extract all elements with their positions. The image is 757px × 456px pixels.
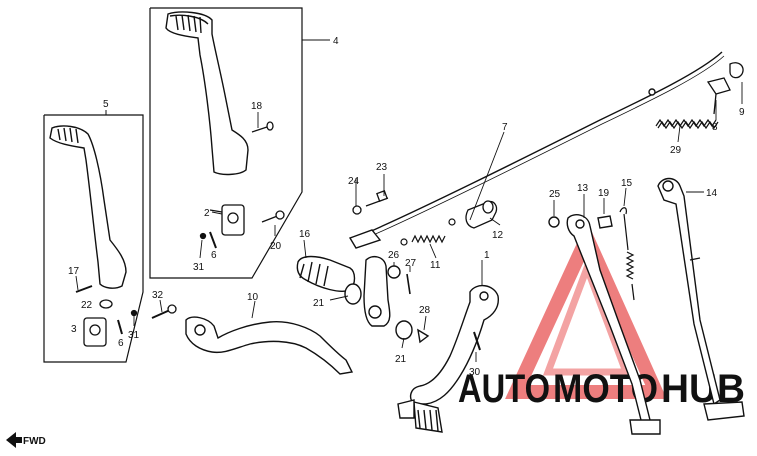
callout-21b: 21 — [395, 354, 407, 365]
callout-5: 5 — [103, 99, 109, 110]
fwd-arrow-icon — [6, 432, 22, 448]
callout-8: 8 — [712, 122, 718, 133]
callout-32: 32 — [152, 290, 164, 301]
callout-21a: 21 — [313, 298, 325, 309]
spring-11 — [400, 218, 456, 246]
callout-22: 22 — [81, 300, 93, 311]
callout-labels: 1 2 3 4 5 6 6 7 8 9 10 11 12 13 14 15 16… — [68, 36, 745, 378]
fwd-label: FWD — [23, 436, 46, 447]
spring-15 — [619, 207, 635, 301]
sleeve-12 — [465, 200, 498, 229]
bolt-23-nut-24 — [352, 190, 389, 215]
callout-16: 16 — [299, 229, 311, 240]
group-box-5 — [43, 114, 144, 363]
callout-6b: 6 — [118, 338, 124, 349]
callout-25: 25 — [549, 189, 561, 200]
callout-26: 26 — [388, 250, 400, 261]
callout-27: 27 — [405, 258, 417, 269]
callout-15: 15 — [621, 178, 633, 189]
callout-4: 4 — [333, 36, 339, 47]
callout-24: 24 — [348, 176, 360, 187]
callout-23: 23 — [376, 162, 388, 173]
spring-29 — [655, 118, 719, 130]
callout-19: 19 — [598, 188, 610, 199]
callout-31a: 31 — [193, 262, 205, 273]
callout-28: 28 — [419, 305, 431, 316]
callout-30: 30 — [469, 367, 481, 378]
group-box-4 — [149, 7, 303, 279]
callout-18: 18 — [251, 101, 263, 112]
hardware-parts — [75, 121, 285, 347]
side-stand — [548, 214, 661, 435]
gear-change-pedal — [397, 285, 499, 433]
leader-lines — [75, 82, 743, 362]
callout-2: 2 — [204, 208, 210, 219]
callout-10: 10 — [247, 292, 259, 303]
callout-12: 12 — [492, 230, 504, 241]
callout-11: 11 — [430, 260, 441, 271]
callout-3: 3 — [71, 324, 77, 335]
main-stand — [657, 177, 745, 421]
callout-17: 17 — [68, 266, 80, 277]
callout-6a: 6 — [211, 250, 217, 261]
callout-13: 13 — [577, 183, 589, 194]
watermark-auto: AUTO — [458, 367, 550, 411]
kick-starter-arm-upper — [165, 11, 249, 176]
kick-starter-arm-lower — [49, 125, 127, 289]
callout-9: 9 — [739, 107, 745, 118]
callout-1: 1 — [484, 250, 490, 261]
brake-pedal — [185, 316, 354, 375]
callout-20: 20 — [270, 241, 282, 252]
rod-adjuster — [706, 62, 744, 115]
watermark-logo — [505, 221, 667, 399]
callout-31b: 31 — [128, 330, 140, 341]
callout-29: 29 — [670, 145, 682, 156]
brake-rod — [348, 51, 725, 249]
callout-14: 14 — [706, 188, 718, 199]
callout-7: 7 — [502, 122, 508, 133]
pivot-assembly — [296, 255, 430, 344]
